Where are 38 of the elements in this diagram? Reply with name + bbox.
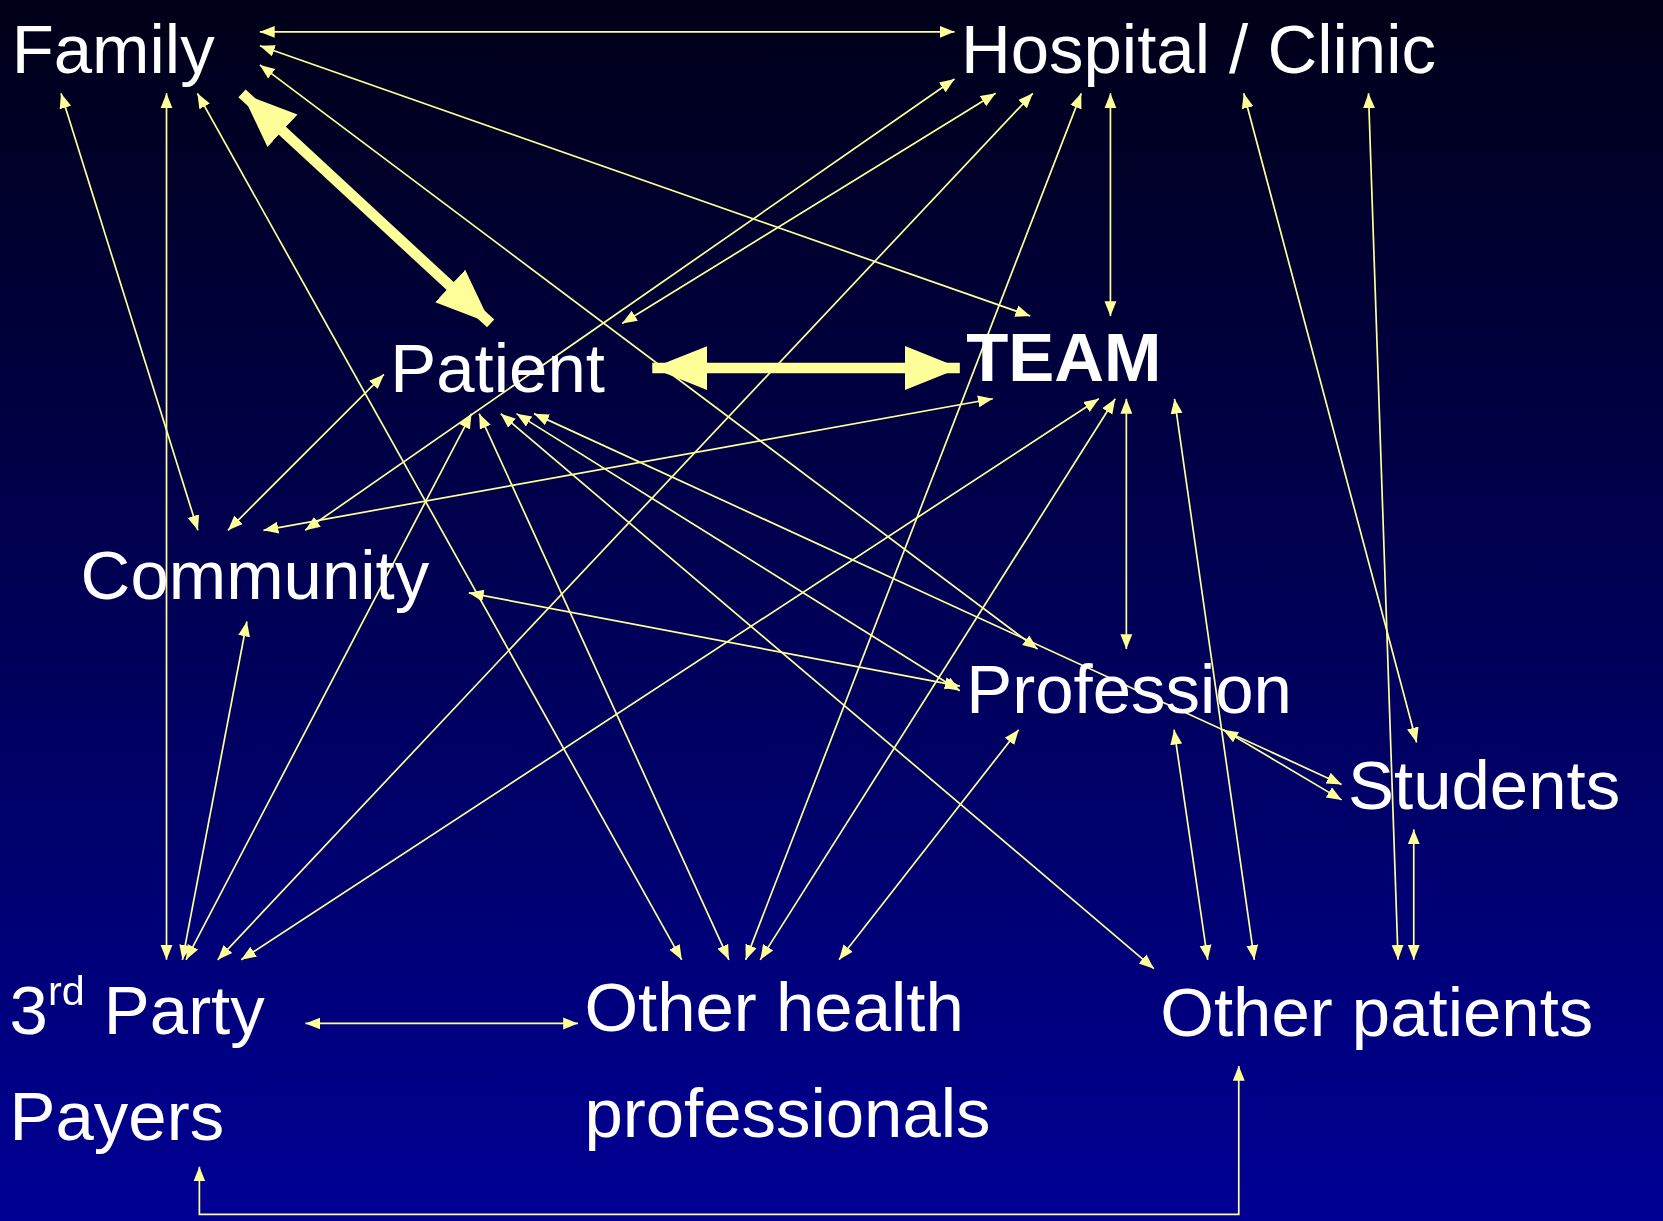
double-arrow [744, 92, 1083, 961]
double-arrow [838, 728, 1020, 961]
double-arrow [262, 395, 994, 534]
double-arrow [1170, 397, 1259, 961]
double-arrow [1407, 828, 1420, 961]
double-arrow [259, 64, 1039, 650]
double-arrow [304, 78, 956, 532]
double-arrow [304, 1017, 579, 1030]
node-label: Other patients [1153, 959, 1642, 1066]
node-label: 3$^{rd}$ Party Payers [3, 959, 306, 1167]
double-arrow [1222, 728, 1343, 801]
double-arrow [1241, 92, 1419, 744]
node-label: Family [5, 5, 260, 94]
node-label: Other health professionals [578, 959, 1038, 1162]
double-arrow [759, 397, 1117, 961]
double-arrow [1170, 728, 1212, 961]
double-arrow [515, 412, 961, 692]
double-arrow [1120, 397, 1133, 650]
double-arrow [467, 589, 961, 690]
double-arrow [59, 92, 200, 532]
double-arrow [238, 89, 495, 328]
double-arrow [1363, 92, 1404, 961]
double-arrow [196, 92, 683, 961]
double-arrow [478, 412, 730, 961]
double-arrow [227, 373, 385, 532]
node-label: Hospital / Clinic [954, 5, 1496, 94]
double-arrow [216, 92, 1034, 961]
double-arrow [179, 620, 250, 961]
double-arrow [193, 1065, 1245, 1216]
double-arrow [499, 412, 1155, 970]
double-arrow [652, 345, 960, 391]
double-arrow [160, 92, 173, 961]
double-arrow [240, 397, 1100, 961]
double-arrow [621, 92, 997, 325]
double-arrow [533, 412, 1343, 786]
double-arrow [259, 25, 956, 38]
double-arrow [1104, 92, 1117, 317]
double-arrow [259, 44, 1032, 317]
